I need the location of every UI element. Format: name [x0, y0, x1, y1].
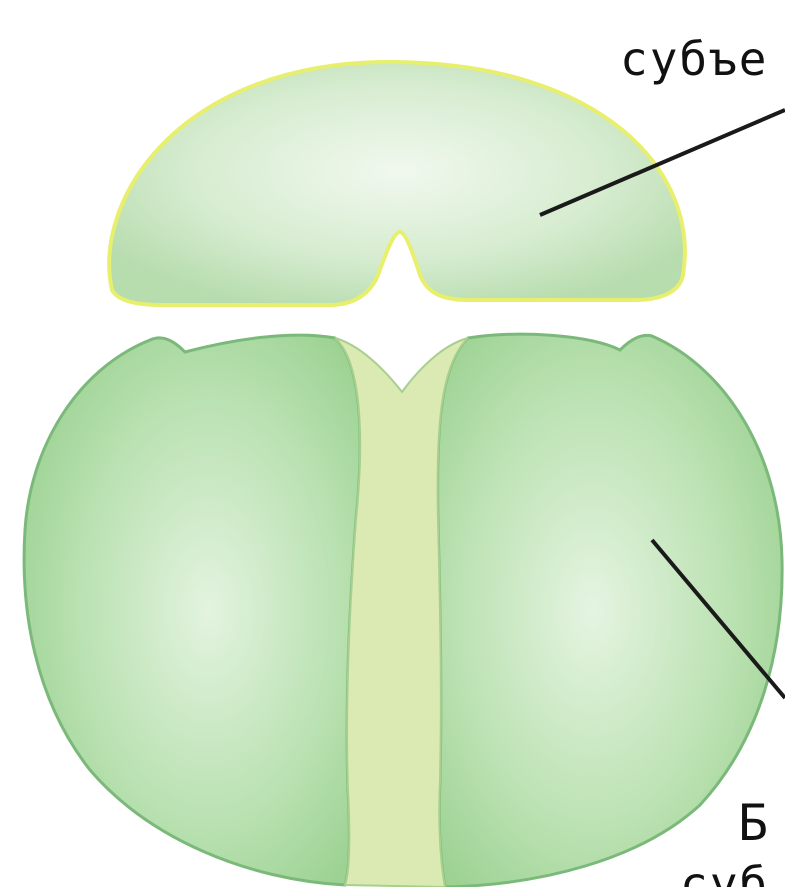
- small-subunit-label: субъе: [620, 32, 768, 86]
- large-subunit: [24, 334, 782, 887]
- large-subunit-label-line2: суб: [680, 857, 769, 887]
- large-subunit-label-line1: Б: [738, 794, 768, 852]
- small-subunit-body: [109, 62, 685, 305]
- small-subunit: [109, 62, 685, 305]
- large-subunit-right-lobe: [438, 334, 783, 887]
- large-subunit-left-lobe: [24, 335, 360, 885]
